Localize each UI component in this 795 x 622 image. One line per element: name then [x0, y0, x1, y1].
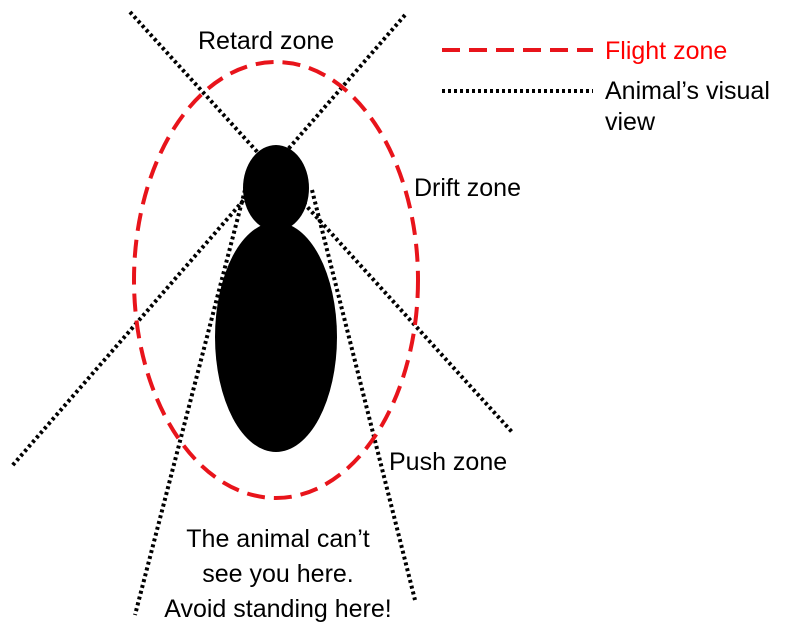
animal-body	[215, 222, 337, 452]
push-zone-label: Push zone	[389, 448, 507, 476]
retard-zone-label: Retard zone	[198, 27, 334, 55]
blind-spot-text-line1: The animal can’t	[186, 525, 369, 553]
blind-spot-text-line3: Avoid standing here!	[164, 595, 391, 622]
legend-flight-zone-label: Flight zone	[605, 37, 727, 65]
sight-line-upper-right	[12, 15, 405, 466]
legend: Flight zone Animal’s visual view	[442, 37, 770, 136]
blind-spot-text-line2: see you here.	[202, 560, 354, 588]
animal-head	[243, 145, 309, 231]
legend-visual-view-label-line1: Animal’s visual	[605, 77, 770, 105]
animal-silhouette	[215, 145, 337, 452]
legend-visual-view-label-line2: view	[605, 108, 656, 136]
drift-zone-label: Drift zone	[414, 174, 521, 202]
